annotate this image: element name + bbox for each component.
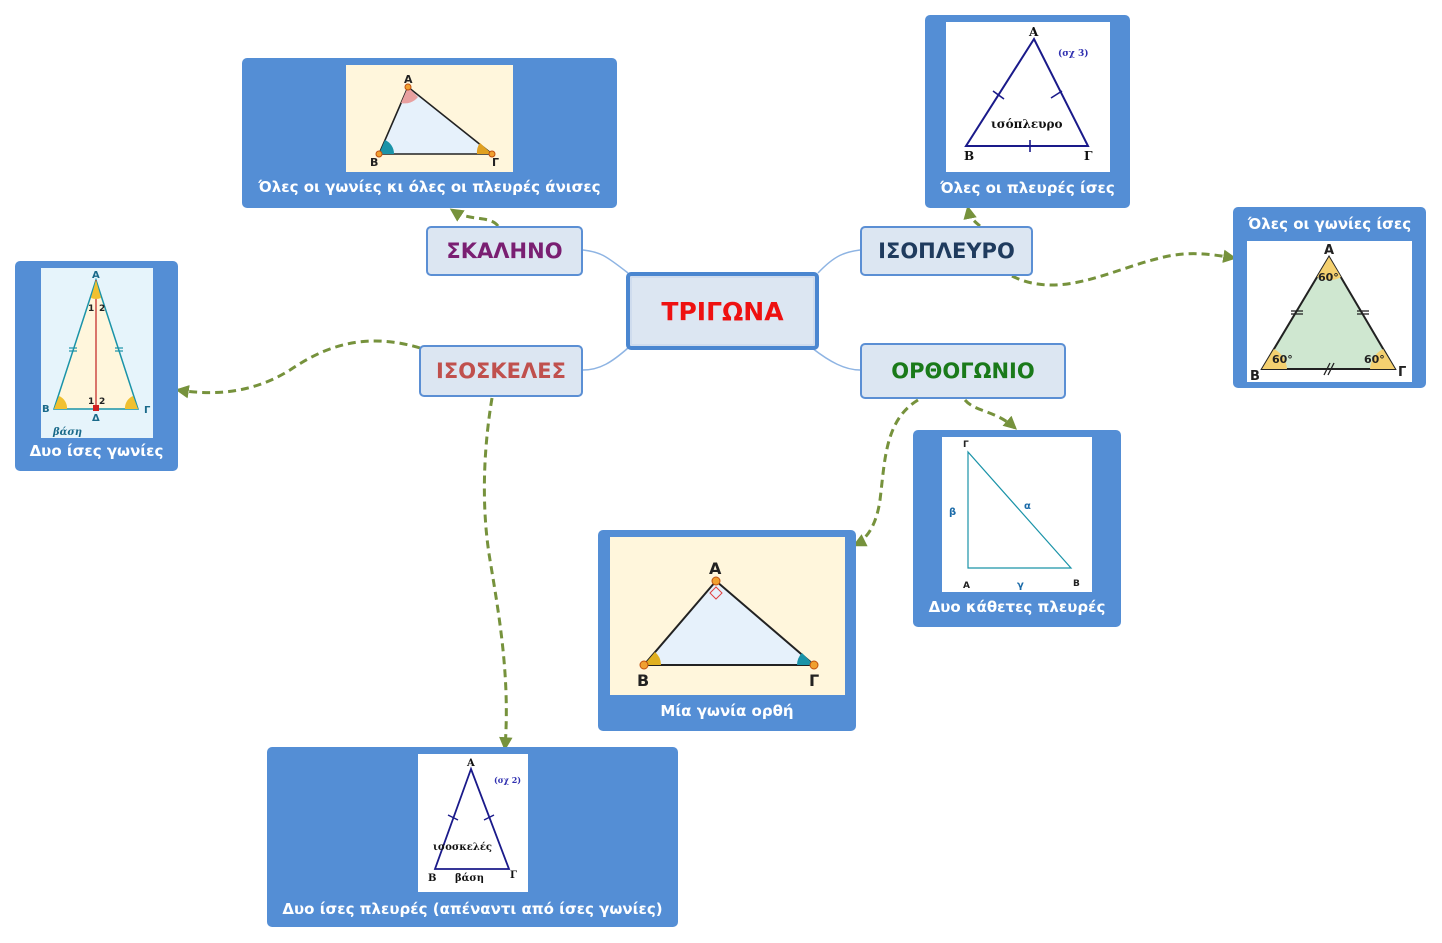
equilateral-angles-figure: Α Β Γ 60° 60° 60° [1247, 241, 1412, 384]
arrow-equilateral-angles [1011, 249, 1237, 287]
isosceles-sides-label-b: Β [428, 873, 436, 884]
isosceles-angles-label-a: Α [92, 270, 100, 281]
isosceles-angles-two-bottom: 2 [99, 397, 105, 407]
equilateral-angles-angle-left: 60° [1272, 353, 1293, 366]
right-perpendicular-side-a: α [1024, 501, 1031, 512]
right-angle-figure: Α Β Γ [610, 537, 845, 695]
right-perpendicular-side-c: γ [1017, 580, 1024, 591]
isosceles-angles-one-top: 1 [88, 304, 94, 314]
scalene-label-a: Α [404, 73, 413, 86]
card-equilateral-sides[interactable]: Α Β Γ (σχ 3) ισόπλευρο Όλες οι πλευρές ί… [925, 15, 1130, 208]
equilateral-angles-label-c: Γ [1398, 365, 1406, 380]
card-isosceles-sides[interactable]: Α Β Γ (σχ 2) ισοσκελές βάση Δυο ίσες πλε… [267, 747, 678, 927]
equilateral-angles-caption: Όλες οι γωνίες ίσες [1247, 215, 1412, 233]
scalene-caption: Όλες οι γωνίες κι όλες οι πλευρές άνισες [258, 178, 601, 196]
equilateral-sides-fig-ref: (σχ 3) [1058, 48, 1088, 59]
isosceles-angles-base: βάση [52, 427, 82, 438]
arrow-isosceles-angles [175, 339, 421, 399]
arrow-isosceles-sides [482, 397, 513, 751]
arrow-right-angle [852, 398, 919, 547]
card-isosceles-angles[interactable]: Α Β Γ Δ 1 2 1 2 βάση Δυο ίσες γωνίες [15, 261, 178, 471]
right-angle-label-c: Γ [809, 671, 819, 690]
category-equilateral[interactable]: ΙΣΟΠΛΕΥΡΟ [860, 226, 1033, 276]
right-angle-label-a: Α [709, 559, 722, 578]
isosceles-sides-fig-ref: (σχ 2) [494, 775, 521, 785]
right-perpendicular-label-a: Α [963, 581, 970, 591]
isosceles-angles-caption: Δυο ίσες γωνίες [29, 442, 164, 460]
connector-right [811, 347, 861, 371]
equilateral-sides-caption: Όλες οι πλευρές ίσες [940, 179, 1115, 197]
equilateral-sides-figure: Α Β Γ (σχ 3) ισόπλευρο [946, 22, 1110, 172]
isosceles-sides-label-a: Α [466, 758, 475, 769]
arrow-equilateral-sides [963, 205, 981, 228]
arrow-scalene [449, 208, 500, 228]
equilateral-sides-name: ισόπλευρο [991, 117, 1062, 131]
card-right-angle[interactable]: Α Β Γ Μία γωνία ορθή [598, 530, 856, 731]
isosceles-sides-caption: Δυο ίσες πλευρές (απέναντι από ίσες γωνί… [282, 900, 663, 918]
right-perpendicular-side-b: β [949, 507, 956, 518]
right-angle-caption: Μία γωνία ορθή [660, 702, 794, 720]
connector-scalene [582, 249, 629, 274]
arrow-right-perpendicular [963, 398, 1018, 430]
right-perpendicular-label-b: Β [1073, 579, 1080, 589]
right-angle-label-b: Β [637, 671, 649, 690]
category-isosceles[interactable]: ΙΣΟΣΚΕΛΕΣ [419, 345, 583, 397]
equilateral-sides-label-a: Α [1028, 25, 1039, 39]
category-scalene[interactable]: ΣΚΑΛΗΝΟ [426, 226, 583, 276]
isosceles-angles-two-top: 2 [99, 304, 105, 314]
scalene-figure: Α Β Γ [346, 65, 513, 172]
card-right-perpendicular[interactable]: Γ Α Β α β γ Δυο κάθετες πλευρές [913, 430, 1121, 627]
isosceles-angles-label-b: Β [42, 404, 50, 415]
isosceles-sides-figure: Α Β Γ (σχ 2) ισοσκελές βάση [418, 754, 528, 892]
isosceles-angles-label-d: Δ [92, 413, 100, 424]
scalene-label-b: Β [370, 156, 378, 169]
card-scalene[interactable]: Α Β Γ Όλες οι γωνίες κι όλες οι πλευρές … [242, 58, 617, 208]
connector-isosceles [582, 347, 629, 371]
right-perpendicular-caption: Δυο κάθετες πλευρές [928, 598, 1106, 616]
center-node[interactable]: ΤΡΙΓΩΝΑ [626, 272, 819, 350]
isosceles-sides-label-c: Γ [510, 870, 517, 881]
equilateral-angles-angle-right: 60° [1364, 353, 1385, 366]
right-perpendicular-figure: Γ Α Β α β γ [942, 437, 1092, 592]
equilateral-sides-label-c: Γ [1084, 149, 1093, 163]
scalene-label-c: Γ [492, 156, 499, 169]
card-equilateral-angles[interactable]: Όλες οι γωνίες ίσες Α Β Γ 60° 60° 60° [1233, 207, 1426, 388]
equilateral-sides-label-b: Β [964, 149, 974, 163]
equilateral-angles-label-a: Α [1324, 243, 1334, 258]
right-perpendicular-label-c: Γ [963, 440, 969, 450]
equilateral-angles-angle-top: 60° [1318, 271, 1339, 284]
isosceles-sides-name: ισοσκελές [433, 842, 492, 853]
isosceles-sides-base: βάση [455, 873, 484, 884]
isosceles-angles-label-c: Γ [144, 405, 151, 416]
isosceles-angles-figure: Α Β Γ Δ 1 2 1 2 βάση [41, 268, 153, 438]
equilateral-angles-label-b: Β [1250, 369, 1260, 382]
isosceles-angles-one-bottom: 1 [88, 397, 94, 407]
connector-equilateral [817, 249, 861, 274]
category-right[interactable]: ΟΡΘΟΓΩΝΙΟ [860, 343, 1066, 399]
